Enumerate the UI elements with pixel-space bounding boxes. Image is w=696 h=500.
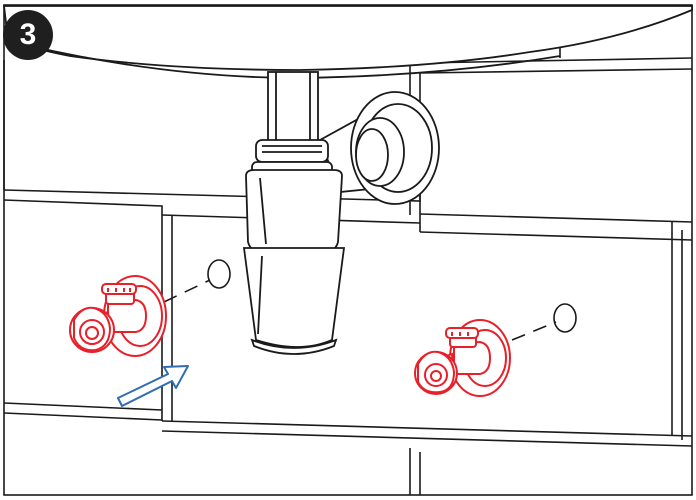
left-angle-valve-icon [70, 276, 166, 356]
step-number-badge: 3 [3, 10, 53, 60]
step-number: 3 [20, 20, 37, 50]
insert-direction-arrow-icon [118, 366, 188, 406]
wall-tiles [4, 45, 692, 495]
sink-basin [4, 6, 692, 78]
frame-border [4, 5, 692, 495]
left-mounting-hole [208, 260, 230, 288]
right-mounting-hole [554, 304, 576, 332]
right-angle-valve-icon [415, 320, 510, 396]
